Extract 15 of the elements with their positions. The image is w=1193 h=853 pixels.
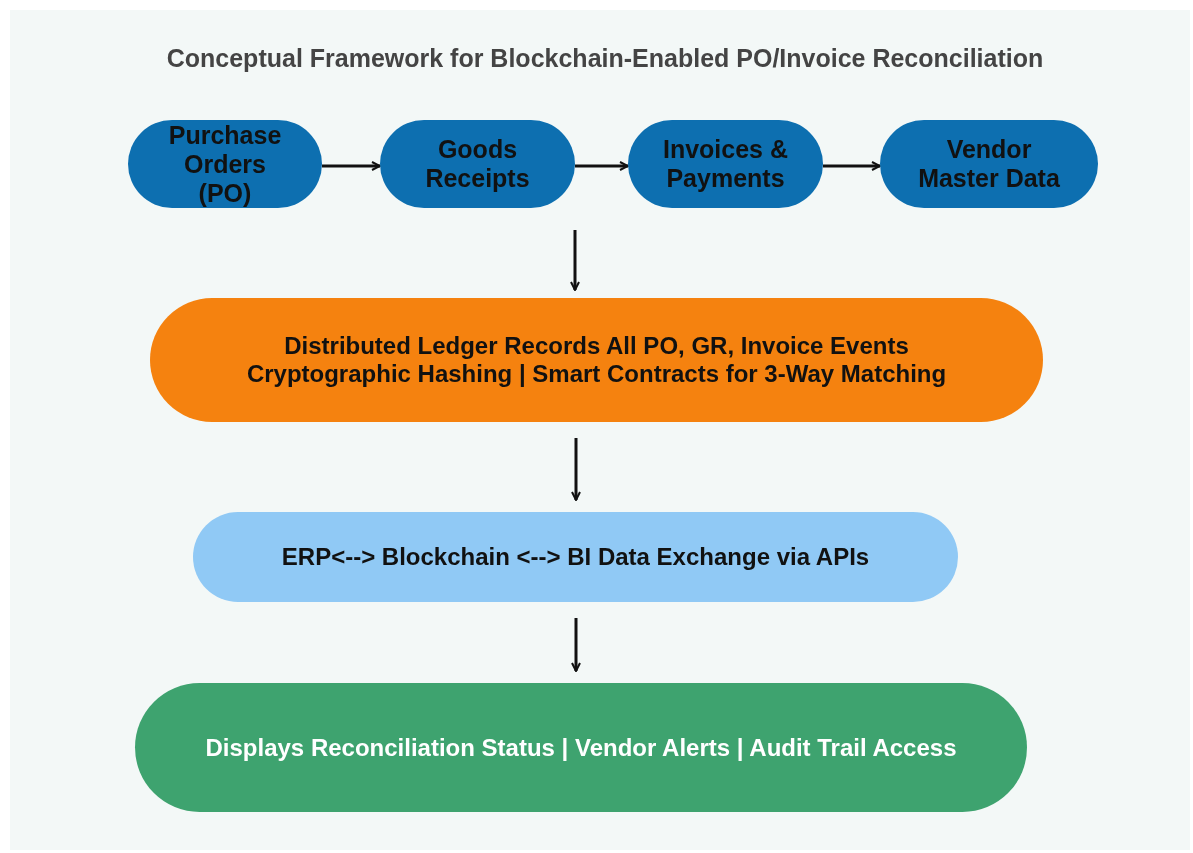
arrow bbox=[575, 161, 629, 171]
arrow bbox=[570, 230, 580, 291]
node-text: Purchase Orders (PO) bbox=[167, 120, 283, 208]
arrow bbox=[571, 438, 581, 501]
node-text: Invoices & Payments bbox=[661, 135, 790, 193]
arrow bbox=[823, 161, 881, 171]
node-text: Displays Reconciliation Status | Vendor Alerts | Audit Trail Access bbox=[205, 733, 957, 762]
arrow bbox=[571, 618, 581, 672]
node-text: Vendor Master Data bbox=[917, 135, 1061, 193]
arrow bbox=[322, 161, 381, 171]
node-text: Cryptographic Hashing | Smart Contracts for 3-Way Matching bbox=[246, 360, 947, 388]
node-text: ERP<--> Blockchain <--> BI Data Exchange via APIs bbox=[281, 543, 870, 571]
node-text: Distributed Ledger Records All PO, GR, Invoice Events bbox=[284, 332, 909, 360]
diagram-title: Conceptual Framework for Blockchain-Enabled PO/Invoice Reconciliation bbox=[165, 44, 1045, 73]
node-text: Goods Receipts bbox=[424, 135, 531, 193]
